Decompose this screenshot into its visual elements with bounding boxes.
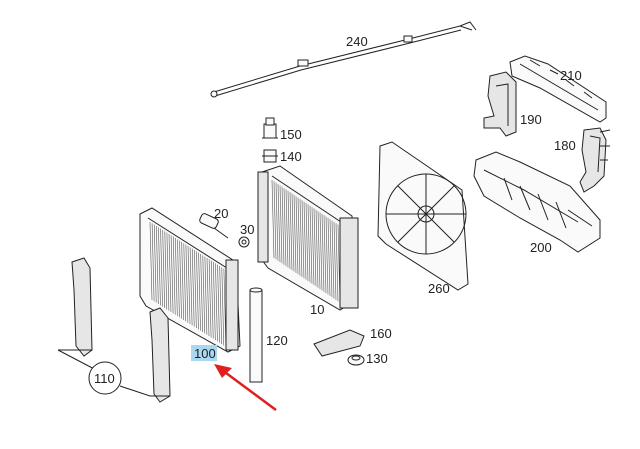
red-arrow-icon (214, 364, 277, 412)
condenser-fins (149, 221, 229, 349)
label-180: 180 (554, 138, 576, 153)
label-10: 10 (310, 302, 324, 317)
part-190-bracket (483, 71, 517, 137)
label-100[interactable]: 100 (194, 346, 216, 361)
callout-circle-110 (88, 361, 122, 395)
label-260: 260 (428, 281, 450, 296)
label-190: 190 (520, 112, 542, 127)
part-150-cap (262, 117, 278, 139)
part-200-air-duct (473, 151, 601, 253)
radiator-fins (271, 179, 343, 305)
part-20-fitting (199, 213, 229, 239)
label-140: 140 (280, 149, 302, 164)
label-110: 110 (94, 371, 115, 386)
part-210-air-guide (509, 55, 607, 123)
part-10-radiator (257, 165, 359, 311)
part-110-brackets (57, 257, 171, 403)
label-160: 160 (370, 326, 392, 341)
part-130-grommet (347, 354, 365, 366)
part-140-mount (262, 149, 278, 163)
part-160-bracket (313, 329, 365, 357)
label-120: 120 (266, 333, 288, 348)
label-130: 130 (366, 351, 388, 366)
label-240: 240 (346, 34, 368, 49)
label-210: 210 (560, 68, 582, 83)
label-20: 20 (214, 206, 228, 221)
label-150: 150 (280, 127, 302, 142)
highlight-label-100 (191, 345, 217, 361)
part-260-fan-shroud (377, 141, 469, 291)
label-200: 200 (530, 240, 552, 255)
label-30: 30 (240, 222, 254, 237)
part-30-washer (238, 236, 250, 248)
part-120-pipe (249, 287, 263, 383)
part-180-bracket (579, 127, 611, 193)
part-240-cable (210, 21, 477, 98)
